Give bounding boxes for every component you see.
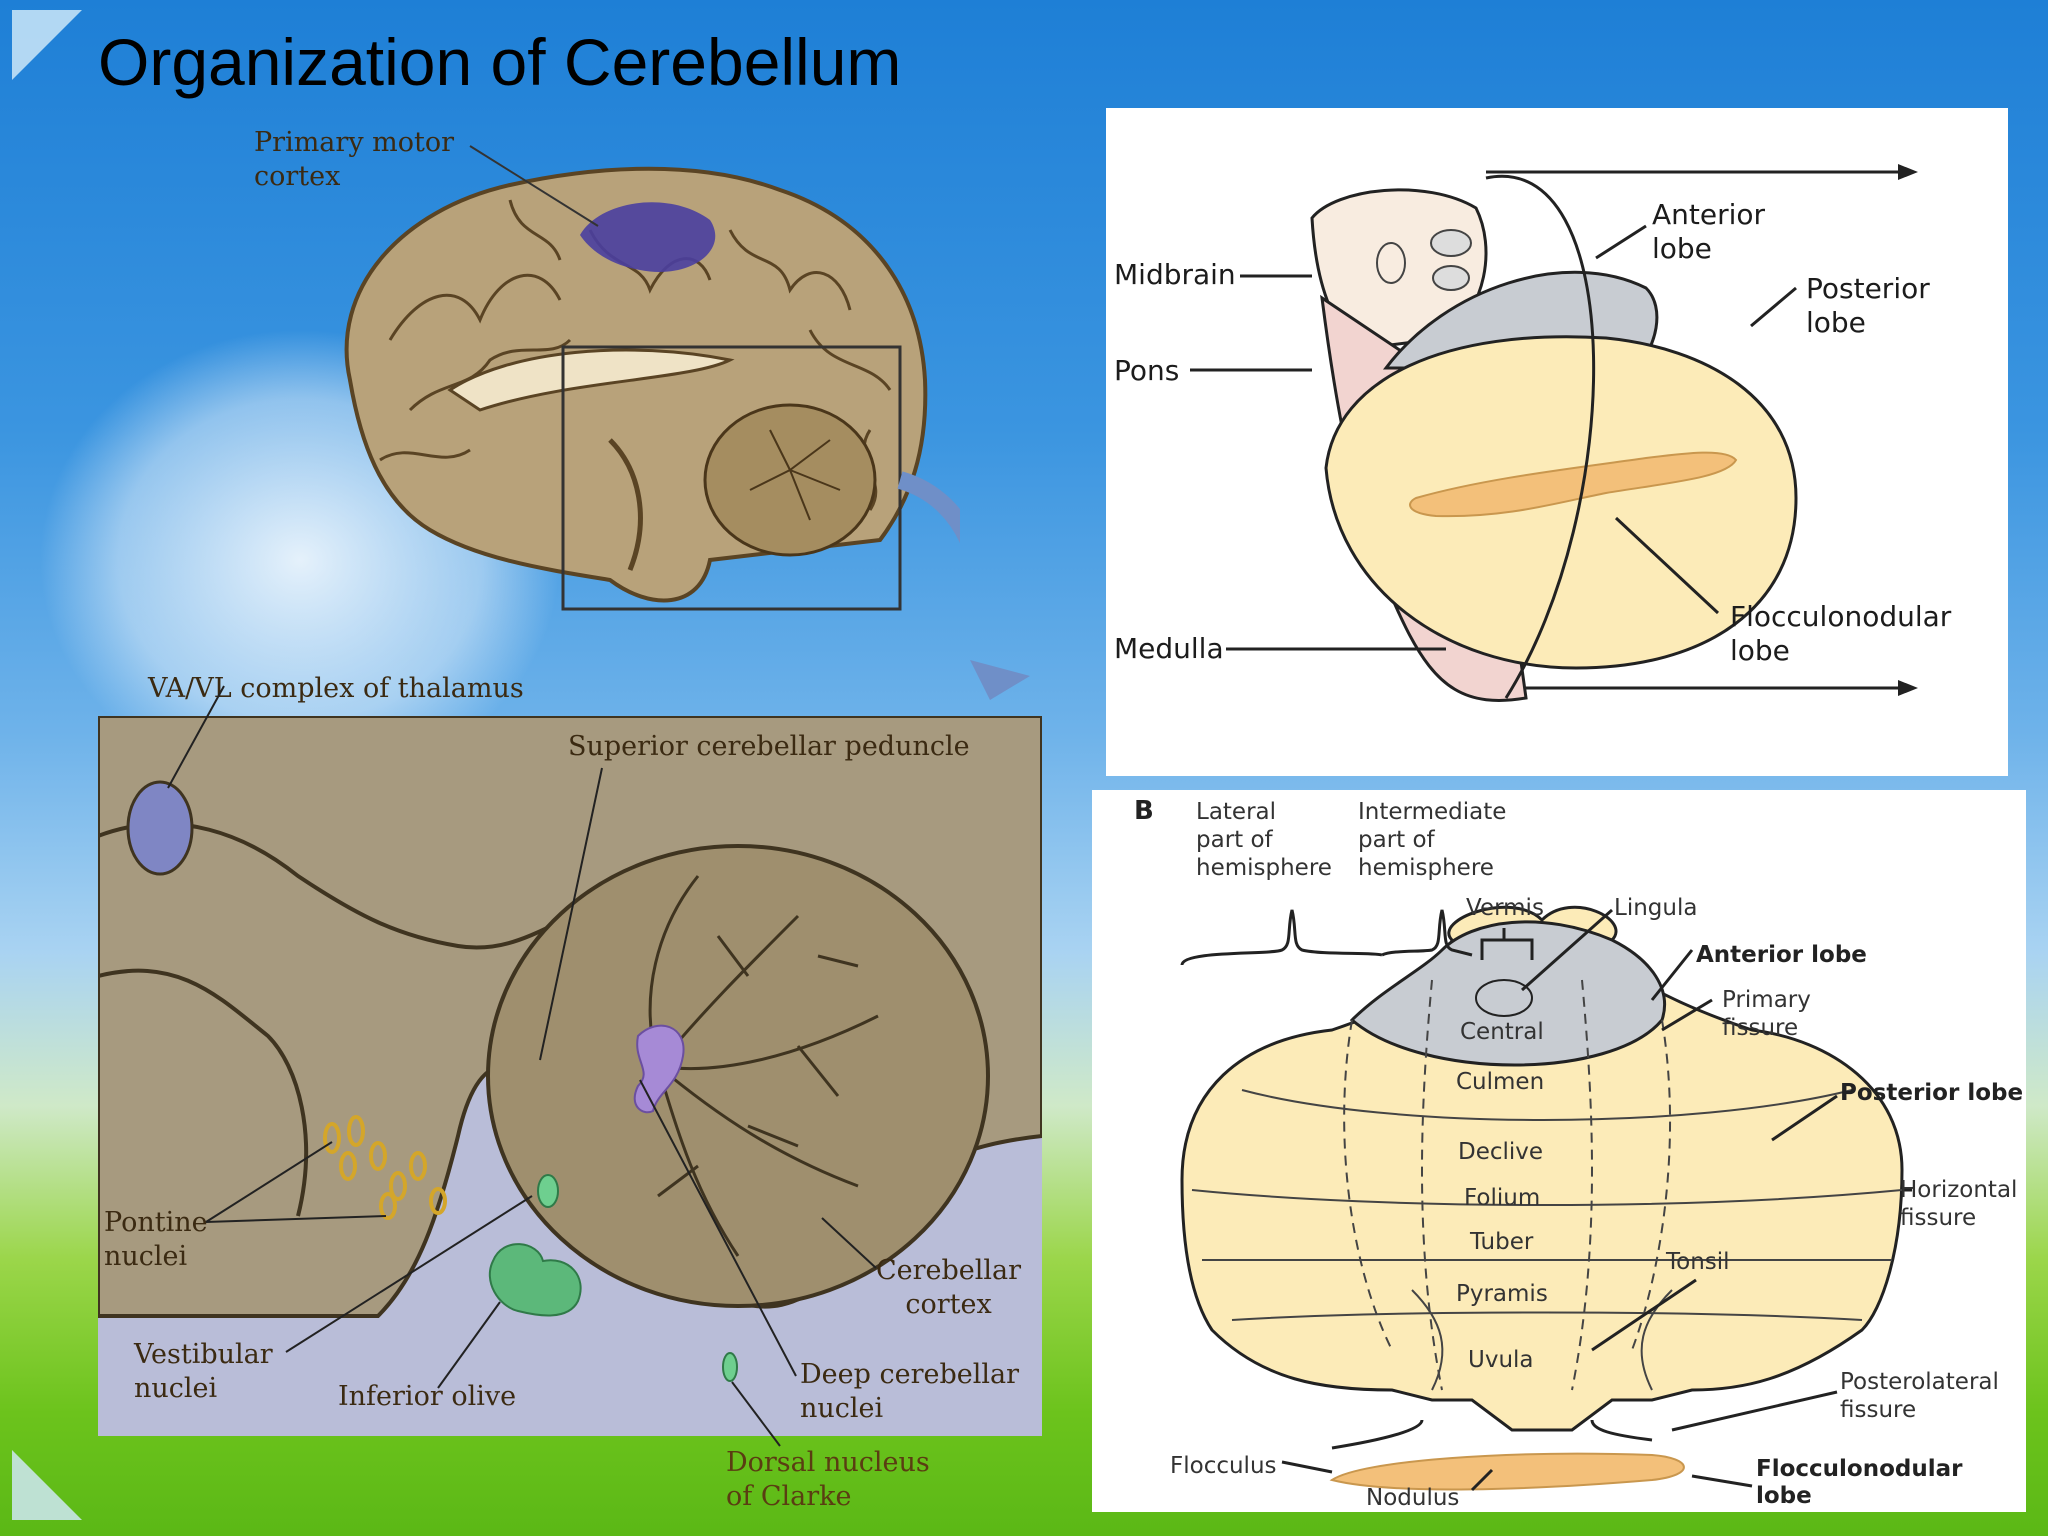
label-flocculus: Flocculus — [1170, 1453, 1277, 1479]
label-lateral-part-hemisphere: Lateral part of hemisphere — [1196, 799, 1332, 881]
label-culmen: Culmen — [1456, 1069, 1545, 1095]
label-vestibular-nuclei: Vestibular nuclei — [134, 1339, 273, 1404]
lingula-shape — [1475, 979, 1533, 1017]
label-horizontal-fissure: Horizontal fissure — [1900, 1177, 2018, 1231]
label-declive: Declive — [1458, 1139, 1544, 1165]
unfolded-view-illustration — [1180, 905, 1912, 1492]
bracket-vermis — [1480, 928, 1534, 960]
curved-arrow-line — [1485, 174, 1596, 699]
label-pontine-nuclei: Pontine nuclei — [104, 1207, 208, 1272]
cerebellum-detail — [486, 844, 990, 1308]
clarke-nucleus-shape — [722, 1352, 738, 1382]
label-pons: Pons — [1114, 354, 1180, 387]
midbrain-contour — [98, 821, 619, 950]
label-cerebellar-cortex: Cerebellar cortex — [876, 1255, 1022, 1320]
label-va-vl-thalamus: VA/VL complex of thalamus — [148, 673, 524, 704]
label-posterior-lobe-lateral: Posterior lobe — [1806, 272, 1930, 339]
panel-letter-b: B — [1134, 796, 1154, 826]
zoom-arrow — [897, 471, 960, 544]
label-lingula: Lingula — [1614, 895, 1698, 921]
brainstem-outline — [608, 438, 643, 571]
slide-title: Organization of Cerebellum — [98, 25, 902, 99]
pontine-nuclei-shapes — [323, 1115, 447, 1220]
label-flocculonodular-lobe-lateral: Flocculonodular lobe — [1730, 600, 1952, 667]
label-tuber: Tuber — [1470, 1229, 1534, 1255]
bracket-lateral — [1180, 909, 1383, 966]
label-anterior-lobe-lateral: Anterior lobe — [1652, 198, 1766, 265]
primary-motor-cortex-highlight — [580, 202, 716, 272]
lateral-view-illustration — [1190, 164, 1918, 702]
label-midbrain: Midbrain — [1114, 258, 1236, 291]
lateral-view-panel: Midbrain Pons Medulla Anterior lobe Post… — [1106, 108, 2008, 776]
inferior-olive-shape — [488, 1243, 582, 1317]
label-flocculonodular-lobe-unfolded: Flocculonodular lobe — [1756, 1456, 1963, 1509]
label-inferior-olive: Inferior olive — [338, 1381, 517, 1412]
zoom-box — [561, 345, 902, 611]
flocculonodular-unfolded-shape — [1329, 1452, 1685, 1491]
label-dorsal-nucleus-clarke: Dorsal nucleus of Clarke — [726, 1447, 930, 1512]
arbor-vitae-small — [749, 429, 841, 521]
corpus-callosum — [447, 348, 735, 412]
label-intermediate-part-hemisphere: Intermediate part of hemisphere — [1358, 799, 1507, 881]
bracket-intermediate — [1381, 909, 1473, 957]
label-superior-cerebellar-peduncle: Superior cerebellar peduncle — [568, 731, 970, 762]
label-nodulus: Nodulus — [1366, 1485, 1460, 1511]
brain-sagittal-illustration — [344, 166, 960, 611]
sagittal-detail-illustration — [98, 716, 1042, 1436]
label-posterolateral-fissure: Posterolateral fissure — [1840, 1369, 1999, 1423]
cerebellum-small — [703, 403, 877, 557]
label-deep-cerebellar-nuclei: Deep cerebellar nuclei — [800, 1359, 1019, 1424]
label-folium: Folium — [1464, 1185, 1541, 1211]
label-central: Central — [1460, 1019, 1544, 1045]
label-pyramis: Pyramis — [1456, 1281, 1548, 1307]
va-vl-thalamus-shape — [126, 780, 194, 876]
label-vermis: Vermis — [1466, 895, 1544, 921]
flocculonodular-lobe-shape — [1409, 451, 1738, 518]
unfolded-view-panel: B Lateral part of hemisphere Intermediat… — [1092, 790, 2026, 1512]
vestibular-nuclei-shape — [537, 1174, 559, 1208]
label-posterior-lobe-unfolded: Posterior lobe — [1840, 1080, 2024, 1106]
label-primary-motor-cortex: Primary motor cortex — [254, 127, 455, 192]
label-tonsil: Tonsil — [1666, 1249, 1730, 1275]
label-primary-fissure: Primary fissure — [1722, 987, 1811, 1041]
pons-contour — [98, 968, 309, 1217]
label-medulla: Medulla — [1114, 632, 1224, 665]
label-anterior-lobe-unfolded: Anterior lobe — [1696, 942, 1867, 968]
deep-cerebellar-nuclei-shape — [633, 1024, 685, 1114]
fissure-lines — [1191, 1089, 1903, 1391]
corner-triangle-top-left — [12, 10, 82, 80]
label-uvula: Uvula — [1468, 1347, 1534, 1373]
corner-triangle-bottom-left — [12, 1450, 82, 1520]
